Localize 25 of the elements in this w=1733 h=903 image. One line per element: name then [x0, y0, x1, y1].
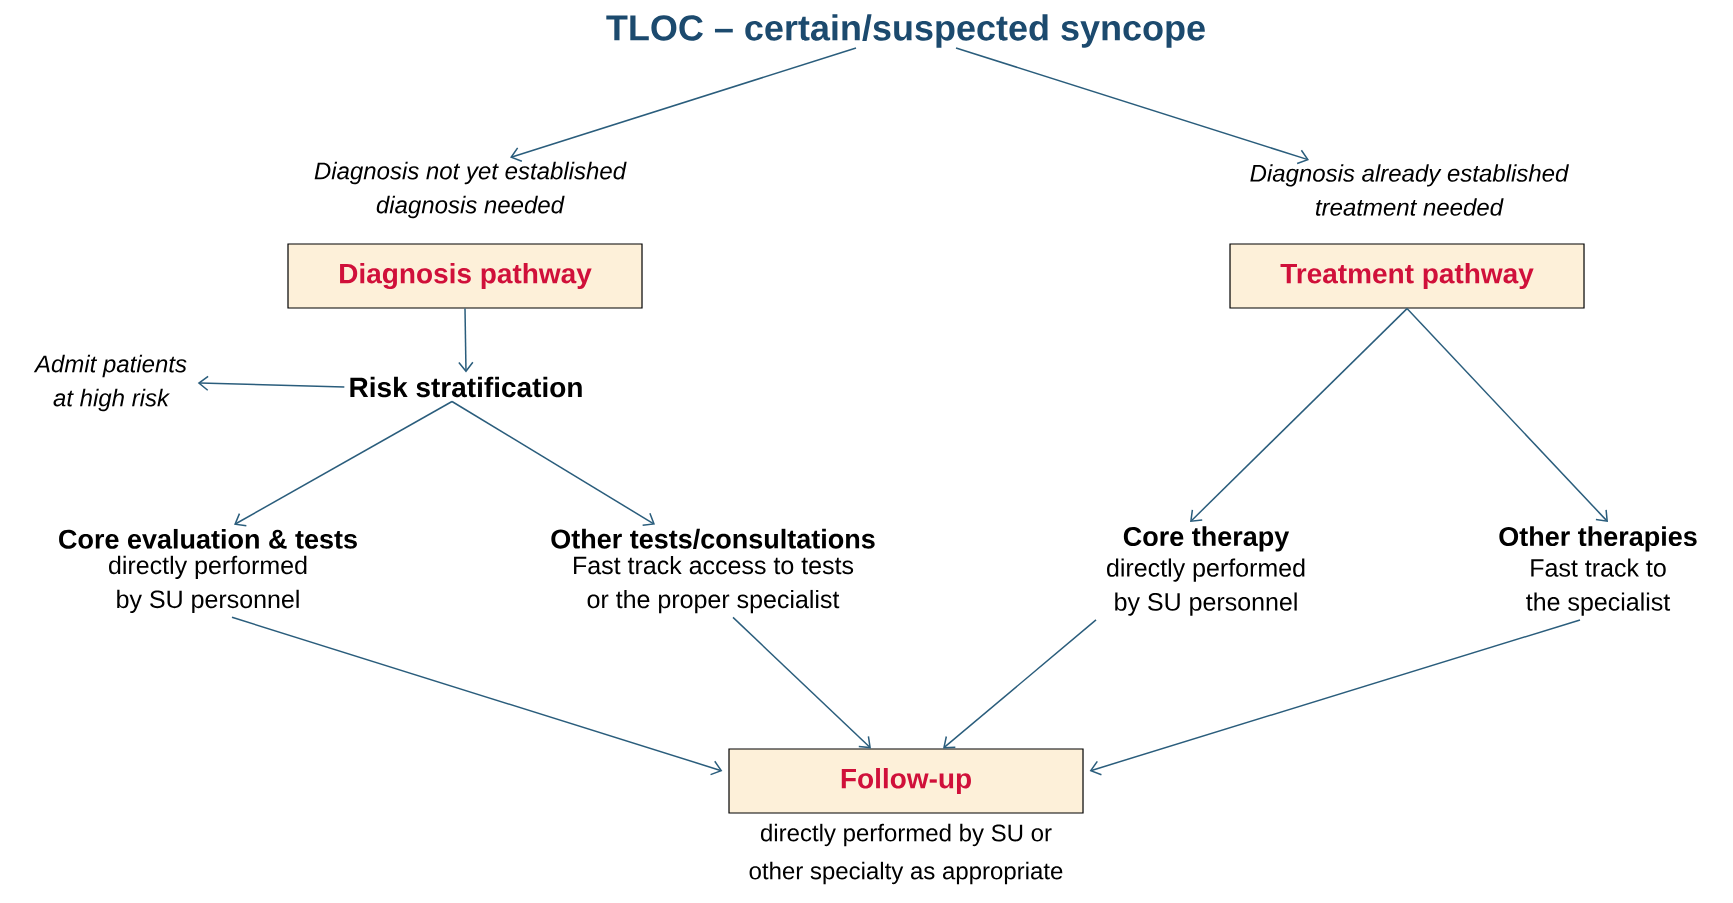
arrow: [458, 307, 474, 373]
arrow: [955, 47, 1309, 165]
pathway-box: Diagnosis pathway: [287, 243, 643, 309]
pathway-box: Treatment pathway: [1229, 243, 1585, 309]
arrow: [451, 400, 655, 527]
note-text: Diagnosis already established treatment needed: [1250, 164, 1569, 216]
arrow: [1190, 307, 1408, 523]
caption-text: directly performed by SU or other specialty as appropriate: [749, 823, 1063, 885]
step-text: Risk stratification: [350, 376, 582, 398]
arrow: [234, 400, 453, 527]
arrow: [197, 375, 346, 392]
step-text: Core therapy directly performed by SU personnel: [1107, 526, 1305, 616]
title-text: TLOC – certain/suspected syncope: [606, 14, 1205, 48]
note-text: Admit patients at high risk: [33, 354, 187, 412]
arrow: [1406, 307, 1608, 523]
arrow: [732, 616, 871, 749]
arrow: [510, 47, 857, 162]
step-text: Core evaluation & tests directly performed by SU personnel: [59, 528, 357, 614]
note-text: Diagnosis not yet established diagnosis needed: [314, 161, 627, 219]
arrow: [231, 616, 723, 776]
step-text: Other tests/consultations Fast track access to tests or the proper specialist: [551, 528, 875, 614]
arrow: [943, 619, 1097, 749]
arrow: [1089, 619, 1581, 776]
pathway-box: Follow-up: [728, 748, 1084, 814]
step-text: Other therapies Fast track to the specialist: [1499, 526, 1697, 616]
